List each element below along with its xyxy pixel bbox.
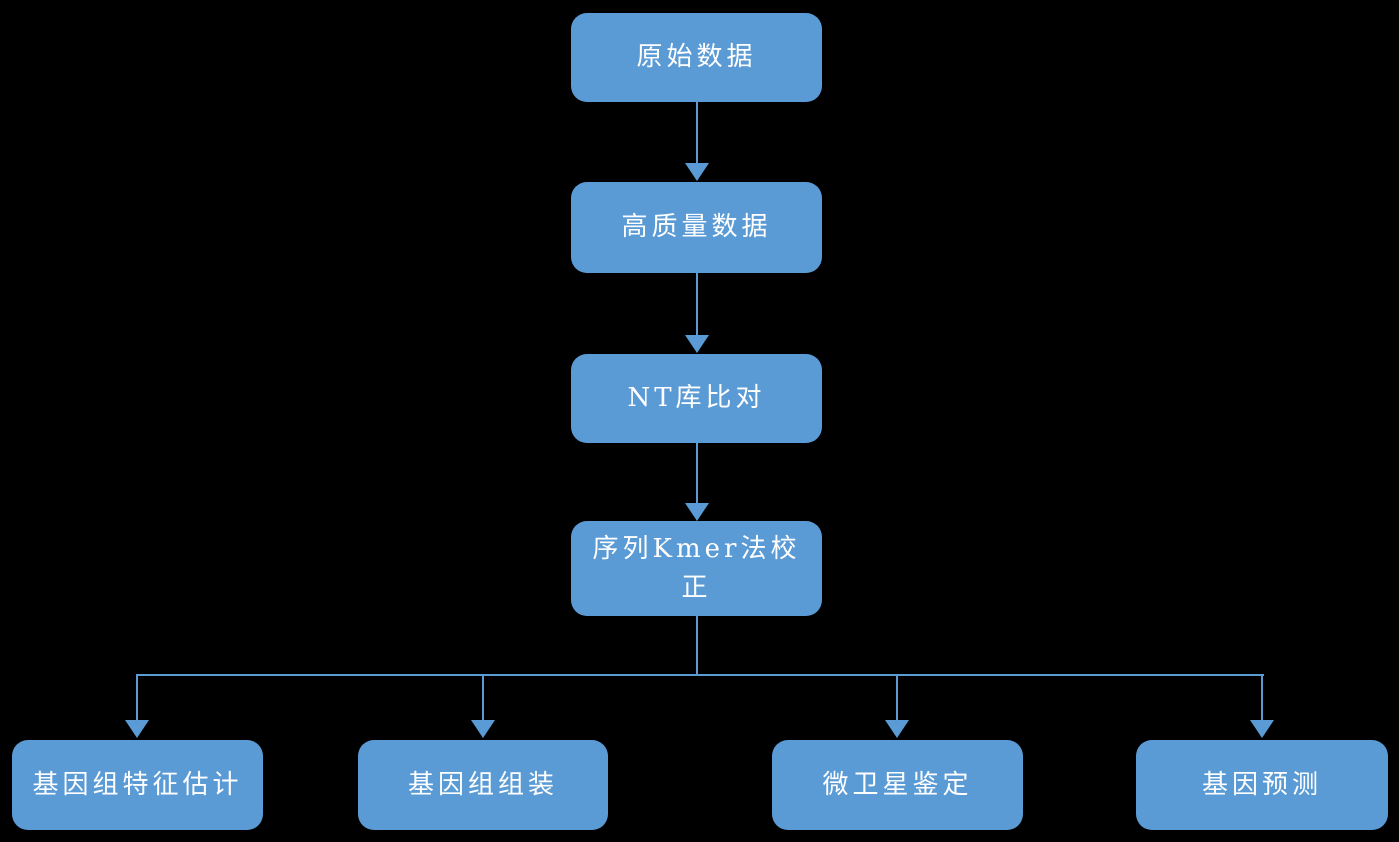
arrow-down-icon bbox=[685, 335, 709, 353]
node-label: 原始数据 bbox=[636, 42, 757, 72]
arrow-down-icon bbox=[885, 720, 909, 738]
connector-line bbox=[482, 674, 484, 720]
flow-node-genome-feature-estimation: 基因组特征估计 bbox=[12, 740, 263, 830]
connector-branch-bus bbox=[136, 674, 1264, 676]
node-label: NT库比对 bbox=[627, 383, 766, 413]
node-label: 基因预测 bbox=[1201, 769, 1322, 800]
node-label: 微卫星鉴定 bbox=[822, 769, 973, 800]
flow-node-gene-prediction: 基因预测 bbox=[1136, 740, 1388, 830]
node-label: 基因组特征估计 bbox=[32, 769, 243, 800]
flow-node-raw-data: 原始数据 bbox=[571, 13, 822, 102]
arrow-down-icon bbox=[1250, 720, 1274, 738]
connector-line bbox=[1261, 674, 1263, 720]
connector-line bbox=[696, 273, 698, 335]
arrow-down-icon bbox=[471, 720, 495, 738]
node-label: 基因组组装 bbox=[407, 769, 558, 800]
connector-line bbox=[696, 443, 698, 503]
node-label: 序列Kmer法校正 bbox=[592, 533, 801, 603]
flow-node-microsatellite-identification: 微卫星鉴定 bbox=[772, 740, 1023, 830]
node-label: 高质量数据 bbox=[621, 212, 772, 242]
flow-node-nt-alignment: NT库比对 bbox=[571, 354, 822, 443]
flow-node-kmer-correction: 序列Kmer法校正 bbox=[571, 521, 822, 616]
flow-node-high-quality-data: 高质量数据 bbox=[571, 182, 822, 273]
connector-line bbox=[136, 674, 138, 720]
flow-node-genome-assembly: 基因组组装 bbox=[358, 740, 608, 830]
arrow-down-icon bbox=[685, 163, 709, 181]
connector-branch-stem bbox=[696, 616, 698, 676]
arrow-down-icon bbox=[685, 503, 709, 521]
connector-line bbox=[696, 102, 698, 163]
connector-line bbox=[896, 674, 898, 720]
arrow-down-icon bbox=[125, 720, 149, 738]
